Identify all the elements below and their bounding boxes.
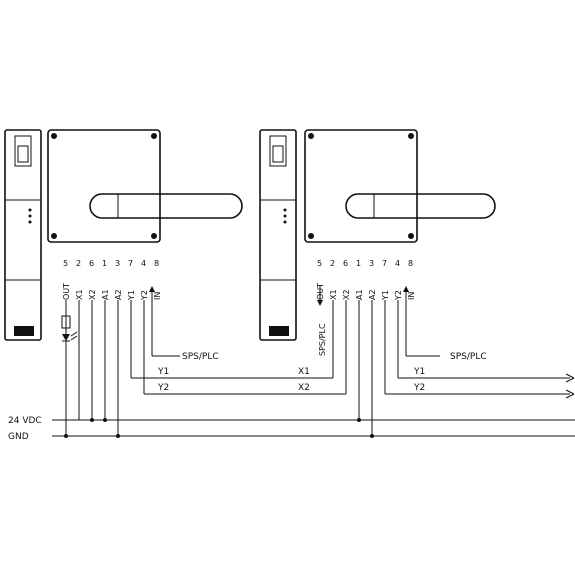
left-switch-body (4, 129, 42, 341)
right-terminal-signal-4: A2 (368, 289, 377, 300)
right-terminal-number-3: 1 (356, 259, 361, 268)
right-handle-plate (304, 129, 496, 243)
left-sps-plc-label: SPS/PLC (182, 352, 219, 362)
right-terminal-signal-1: X1 (329, 289, 338, 300)
left-terminal-signal-3: A1 (101, 289, 110, 300)
right-terminal-number-2: 6 (343, 259, 348, 268)
wires (52, 286, 575, 438)
left-terminal-number-2: 6 (89, 259, 94, 268)
left-handle-plate (47, 129, 243, 243)
right-switch-body (259, 129, 297, 341)
left-terminal-number-6: 4 (141, 259, 146, 268)
right-sps-plc-vertical-label: SPS/PLC (318, 323, 327, 356)
left-terminal-number-5: 7 (128, 259, 133, 268)
left-terminal-signal-6: Y2 (140, 290, 149, 301)
left-terminal-signal-2: X2 (88, 289, 97, 300)
left-terminal-signal-0: OUT (62, 283, 71, 300)
left-y1-label: Y1 (157, 367, 169, 377)
left-terminal-number-3: 1 (102, 259, 107, 268)
right-terminal-number-7: 8 (408, 259, 413, 268)
right-terminal-signal-3: A1 (355, 289, 364, 300)
right-y2-label: Y2 (413, 383, 425, 393)
left-terminal-number-4: 3 (115, 259, 120, 268)
right-terminal-signal-2: X2 (342, 289, 351, 300)
mid-x2-label: X2 (298, 383, 310, 393)
left-terminal-signal-7: IN (153, 292, 162, 300)
left-terminal-signal-5: Y1 (127, 290, 136, 301)
right-terminal-number-4: 3 (369, 259, 374, 268)
right-sps-plc-label: SPS/PLC (450, 352, 487, 362)
right-y1-label: Y1 (413, 367, 425, 377)
left-y2-label: Y2 (157, 383, 169, 393)
right-terminal-number-6: 4 (395, 259, 400, 268)
right-terminal-signal-5: Y1 (381, 290, 390, 301)
right-terminal-signal-7: IN (407, 292, 416, 300)
left-terminal-number-1: 2 (76, 259, 81, 268)
power-label: 24 VDC (8, 416, 42, 426)
ground-label: GND (8, 432, 29, 442)
right-terminal-number-1: 2 (330, 259, 335, 268)
mid-x1-label: X1 (298, 367, 310, 377)
left-terminal-number-0: 5 (63, 259, 68, 268)
right-terminal-signal-6: Y2 (394, 290, 403, 301)
right-terminal-number-5: 7 (382, 259, 387, 268)
left-terminal-signal-1: X1 (75, 289, 84, 300)
left-terminal-number-7: 8 (154, 259, 159, 268)
left-terminal-signals: OUT X1 X2 A1 A2 Y1 Y2 IN (62, 283, 162, 301)
left-terminal-signal-4: A2 (114, 289, 123, 300)
right-terminal-number-0: 5 (317, 259, 322, 268)
